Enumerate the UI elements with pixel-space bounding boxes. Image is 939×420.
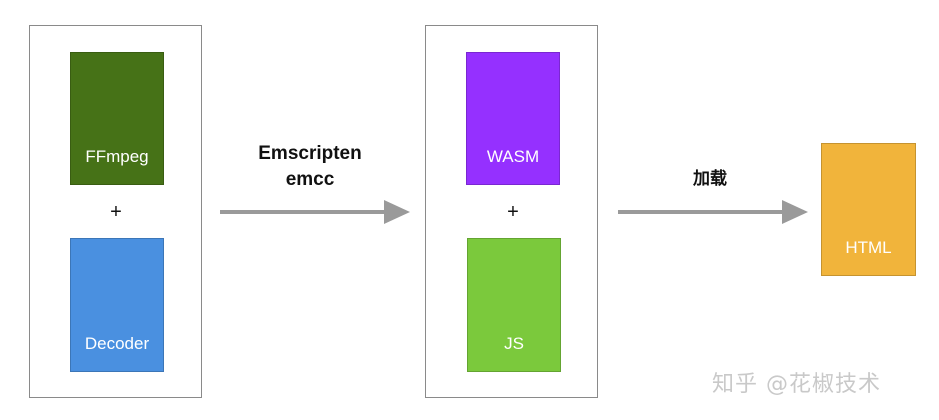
compile-arrow-label: Emscripten emcc [225,141,395,193]
load-label-text: 加载 [693,169,727,189]
compile-arrow [220,200,410,224]
output-plus-sign: + [507,201,519,223]
decoder-block: Decoder [70,238,164,372]
wasm-block: WASM [466,52,560,185]
load-arrow-label: 加载 [660,166,760,192]
html-block: HTML [821,143,916,276]
input-plus-sign: + [110,201,122,223]
js-label: JS [504,334,524,353]
js-block: JS [467,238,561,372]
html-label: HTML [845,238,892,257]
compile-command-name: emcc [285,169,335,190]
compile-tool-name: Emscripten [258,143,362,164]
watermark-text: 知乎 @花椒技术 [712,372,881,397]
ffmpeg-label: FFmpeg [85,147,149,166]
decoder-label: Decoder [84,334,150,353]
wasm-label: WASM [486,147,540,166]
ffmpeg-block: FFmpeg [70,52,164,185]
load-arrow [618,200,808,224]
